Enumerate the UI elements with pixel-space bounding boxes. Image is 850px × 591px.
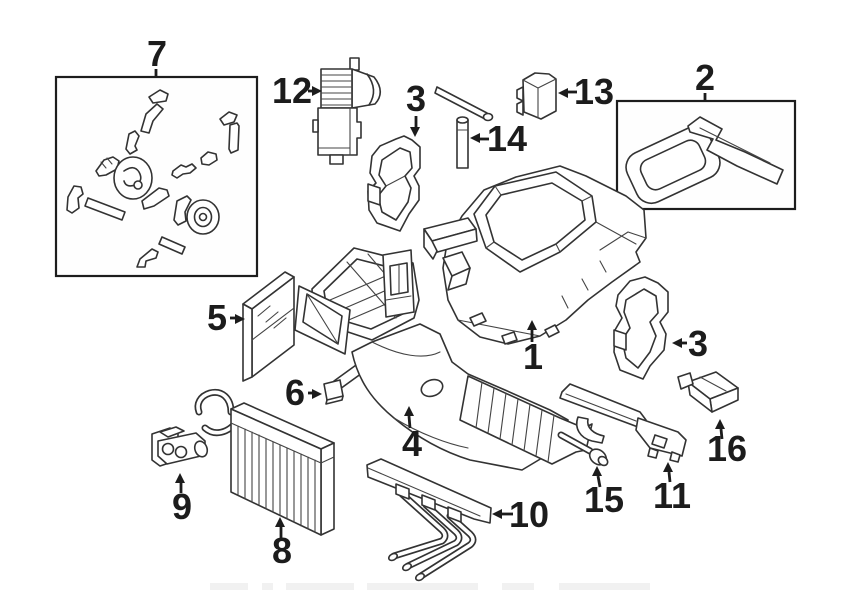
side-bracket-top-drawing (367, 135, 421, 232)
callout-15[interactable]: 15 (584, 479, 624, 520)
callout-12-arrowhead (312, 86, 322, 96)
heater-case-upper-drawing (423, 165, 647, 345)
callout-12-group: 12 (272, 70, 322, 111)
callout-15-arrow (596, 475, 602, 488)
callout-11[interactable]: 11 (653, 475, 691, 516)
callout-4[interactable]: 4 (402, 423, 422, 464)
callout-10-arrowhead (492, 509, 502, 519)
callout-1-group: 1 (523, 320, 543, 377)
callout-1-arrowhead (527, 320, 537, 330)
pipe-bracket-drawing (559, 383, 687, 463)
callout-11-arrow (667, 471, 672, 483)
callout-7[interactable]: 7 (147, 33, 167, 74)
callout-5[interactable]: 5 (207, 297, 227, 338)
callout-8-arrowhead (275, 517, 285, 527)
watermark-bar (210, 583, 650, 590)
callout-11-group: 11 (653, 462, 691, 516)
callout-3-bottom-arrowhead (672, 338, 682, 348)
callout-2-group: 2 (695, 57, 715, 101)
callout-10-group: 10 (492, 494, 549, 535)
callout-4-arrowhead (404, 406, 414, 416)
callout-12[interactable]: 12 (272, 70, 312, 111)
callout-1[interactable]: 1 (523, 336, 543, 377)
callout-4-group: 4 (402, 406, 422, 464)
callout-14[interactable]: 14 (487, 118, 527, 159)
callout-8-group: 8 (272, 517, 292, 571)
callout-3-top-arrowhead (410, 127, 420, 137)
callout-14-group: 14 (470, 118, 527, 159)
actuator-motor-drawing (677, 371, 739, 413)
side-bracket-bottom-drawing (613, 276, 669, 380)
heater-case-lower-drawing (294, 247, 593, 471)
blower-resistor-drawing (516, 72, 557, 120)
cabin-air-filter-drawing (242, 271, 295, 382)
callout-13-group: 13 (558, 71, 614, 112)
seal-kit-box (615, 99, 797, 211)
callout-3-top-group: 3 (406, 78, 426, 137)
heater-core-drawing (366, 458, 492, 582)
callout-6-group: 6 (285, 372, 322, 413)
callout-15-group: 15 (584, 466, 624, 520)
callout-13[interactable]: 13 (574, 71, 614, 112)
callout-3-bottom-group: 3 (672, 323, 708, 364)
callout-15-arrowhead (592, 466, 602, 476)
blower-motor-drawing (312, 57, 382, 165)
callout-16[interactable]: 16 (707, 428, 747, 469)
callout-16-group: 16 (707, 419, 747, 469)
evaporator-core-drawing (194, 388, 335, 536)
callout-11-arrowhead (663, 462, 673, 472)
callout-16-arrow (719, 428, 724, 440)
callout-3-bottom[interactable]: 3 (688, 323, 708, 364)
callouts-layer: 7 12 3 14 13 2 1 (147, 33, 747, 571)
callout-5-arrowhead (235, 314, 245, 324)
callout-9-group: 9 (172, 473, 192, 527)
bolt-drawing (557, 431, 609, 467)
callout-3-top[interactable]: 3 (406, 78, 426, 119)
callout-9-arrowhead (175, 473, 185, 483)
callout-9[interactable]: 9 (172, 486, 192, 527)
lever-kit-box (54, 75, 259, 278)
callout-5-group: 5 (207, 297, 245, 338)
callout-7-group: 7 (147, 33, 167, 77)
callout-4-arrow (407, 415, 412, 429)
expansion-valve-drawing (151, 426, 209, 467)
callout-13-arrowhead (558, 88, 568, 98)
callout-8[interactable]: 8 (272, 530, 292, 571)
callout-14-arrowhead (470, 133, 480, 143)
callout-6-arrowhead (312, 389, 322, 399)
actuator-rod-drawing (434, 86, 494, 169)
callout-16-arrowhead (715, 419, 725, 429)
callout-10[interactable]: 10 (509, 494, 549, 535)
callout-2[interactable]: 2 (695, 57, 715, 98)
callout-6[interactable]: 6 (285, 372, 305, 413)
